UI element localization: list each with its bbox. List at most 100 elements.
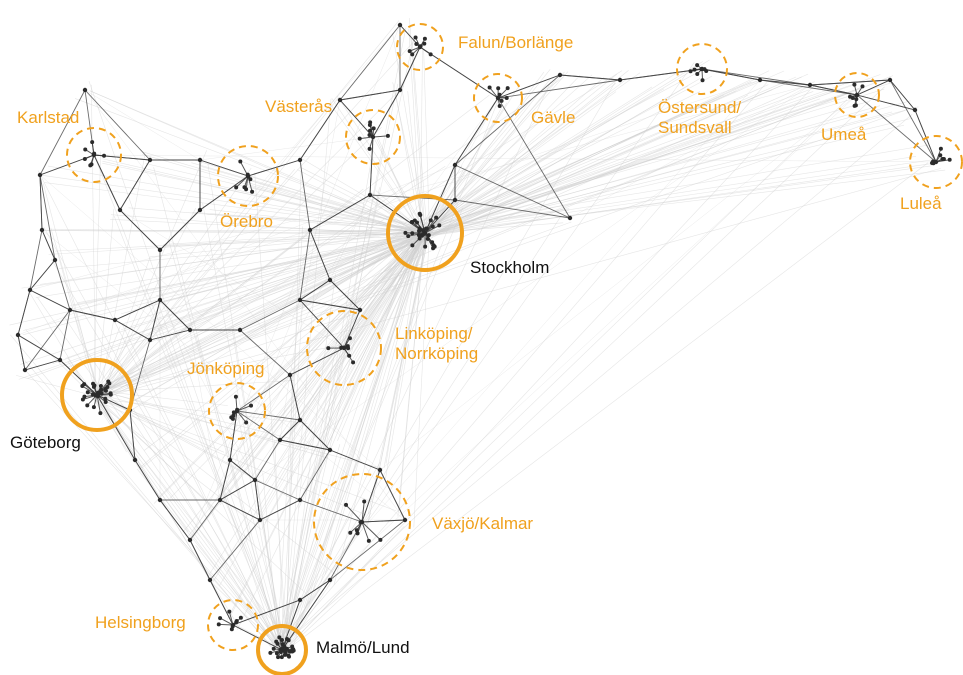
network-node	[290, 649, 295, 654]
network-edge	[98, 154, 146, 398]
network-node	[366, 538, 371, 543]
network-node	[287, 372, 293, 378]
label-ostersund-sundsvall: Östersund/ Sundsvall	[658, 98, 741, 138]
city-name-line: Gävle	[531, 108, 576, 127]
network-edge	[497, 74, 561, 99]
network-edge	[421, 79, 761, 235]
network-edge	[95, 396, 306, 593]
network-node	[237, 327, 243, 333]
network-node	[187, 327, 193, 333]
city-name-line: Jönköping	[187, 359, 265, 378]
network-node	[421, 228, 426, 233]
network-edge	[239, 329, 291, 376]
network-edge	[322, 236, 421, 442]
network-edge	[142, 154, 424, 235]
label-gavle: Gävle	[531, 108, 575, 128]
network-node	[348, 530, 353, 535]
network-edge	[426, 89, 810, 231]
network-node	[695, 63, 700, 68]
network-edge	[152, 230, 426, 331]
network-edge	[219, 459, 231, 501]
city-name-line: Örebro	[220, 212, 273, 231]
network-edge	[39, 174, 56, 261]
network-node	[499, 98, 504, 103]
network-node	[207, 577, 213, 583]
network-edge	[156, 231, 421, 297]
network-node	[248, 177, 253, 182]
network-edge	[97, 303, 308, 393]
network-edge	[39, 89, 86, 176]
network-edge	[232, 599, 301, 626]
network-node	[290, 644, 295, 649]
network-node	[85, 403, 90, 408]
network-edge	[559, 74, 621, 81]
network-node	[286, 638, 291, 643]
network-node	[344, 502, 349, 507]
network-node	[505, 86, 510, 91]
network-node	[327, 577, 333, 583]
city-name-line: Västerås	[265, 97, 333, 116]
network-edge	[361, 501, 365, 523]
city-name-line: Falun/Borlänge	[458, 33, 574, 52]
network-node	[157, 247, 163, 253]
network-edge	[192, 159, 426, 229]
network-node	[132, 457, 138, 463]
network-edge	[219, 617, 234, 626]
network-node	[938, 153, 943, 158]
network-edge	[339, 89, 401, 101]
network-edge	[254, 84, 811, 481]
network-node	[495, 96, 500, 101]
network-node	[277, 635, 282, 640]
network-edge	[421, 105, 881, 237]
network-node	[402, 517, 408, 523]
network-edge	[395, 93, 423, 238]
network-node	[27, 287, 33, 293]
network-node	[757, 77, 763, 83]
network-node	[422, 36, 427, 41]
network-edge	[283, 84, 815, 653]
network-edge	[299, 99, 341, 161]
network-edge	[110, 214, 431, 239]
network-edge	[10, 334, 278, 655]
network-node	[246, 174, 251, 179]
network-node	[410, 52, 415, 57]
network-node	[279, 638, 284, 643]
network-edge	[236, 374, 291, 412]
city-name-line: Karlstad	[17, 108, 80, 127]
network-node	[235, 407, 240, 412]
label-umea: Umeå	[821, 125, 866, 145]
network-edge	[330, 104, 424, 236]
network-edge	[41, 229, 406, 521]
network-node	[860, 84, 865, 89]
city-circle-umea	[834, 72, 880, 118]
network-edge	[119, 209, 345, 349]
network-edge	[149, 299, 161, 341]
network-edge	[121, 233, 427, 331]
network-node	[426, 233, 431, 238]
network-edge	[420, 50, 423, 238]
network-node	[15, 332, 21, 338]
network-node	[108, 392, 113, 397]
network-edge	[254, 479, 301, 501]
network-node	[327, 277, 333, 283]
network-edge	[426, 162, 938, 237]
network-edge	[39, 174, 381, 471]
network-node	[327, 447, 333, 453]
network-edge	[280, 162, 929, 655]
network-node	[217, 497, 223, 503]
network-edge	[759, 79, 811, 86]
city-name-line: Linköping/	[395, 324, 473, 343]
network-edge	[41, 229, 56, 261]
network-node	[452, 197, 458, 203]
network-edge	[424, 144, 929, 229]
network-node	[416, 233, 421, 238]
network-edge	[856, 94, 937, 163]
network-node	[157, 497, 163, 503]
network-edge	[239, 237, 429, 468]
network-node	[367, 146, 372, 151]
network-edge	[276, 226, 303, 648]
network-edge	[99, 389, 329, 459]
network-node	[409, 220, 414, 225]
network-edge	[420, 69, 551, 233]
network-edge	[274, 440, 285, 654]
